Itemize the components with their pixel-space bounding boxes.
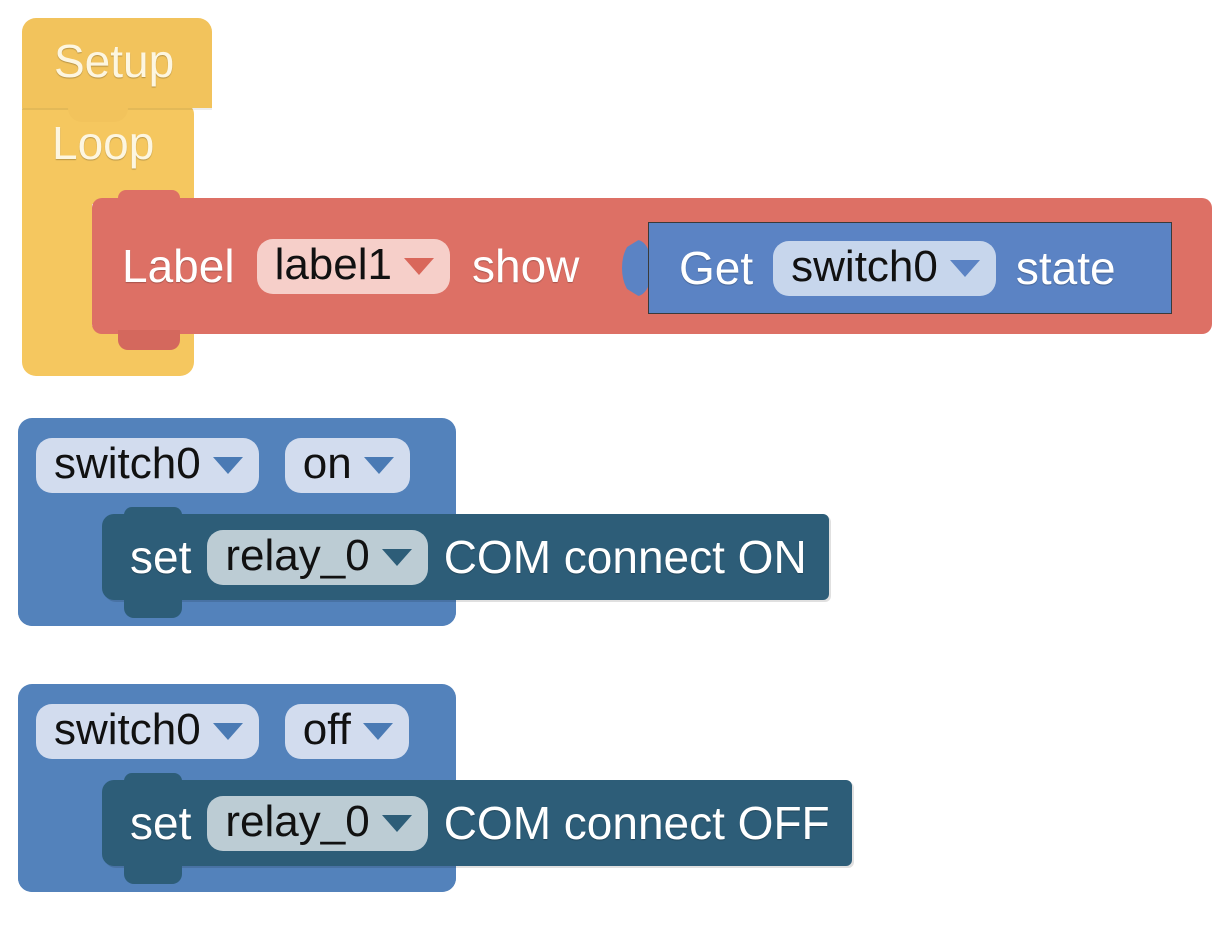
- get-target-dropdown[interactable]: switch0: [773, 240, 996, 296]
- get-switch-state-block[interactable]: Get switch0 state: [648, 222, 1172, 314]
- set-relay-off-device-dropdown[interactable]: relay_0: [207, 795, 428, 851]
- set-relay-on-block[interactable]: set relay_0 COM connect ON: [102, 507, 829, 618]
- switch-on-event-dropdown[interactable]: on: [284, 437, 410, 493]
- value-block-plug-icon: [622, 240, 652, 296]
- set-relay-on-text: COM connect ON: [443, 531, 807, 583]
- chevron-down-icon: [381, 549, 412, 566]
- set-relay-off-bottom-notch: [124, 864, 182, 884]
- loop-block-spine: [22, 200, 92, 340]
- switch-on-header-row: switch0 on: [36, 432, 410, 498]
- setup-loop-block-group: Loop Setup Label label1 show Get: [0, 0, 1216, 400]
- chevron-down-icon: [362, 723, 393, 740]
- switch-off-event-value: off: [302, 704, 351, 754]
- set-relay-off-device-value: relay_0: [225, 796, 370, 846]
- setup-block[interactable]: Setup: [22, 18, 212, 122]
- setup-block-label: Setup: [54, 35, 175, 87]
- label-show-block-top-notch: [118, 190, 180, 208]
- set-relay-on-device-value: relay_0: [225, 530, 370, 580]
- switch-off-target-dropdown[interactable]: switch0: [36, 703, 259, 759]
- set-relay-on-verb: set: [130, 531, 192, 583]
- set-relay-on-top-notch: [124, 507, 182, 523]
- set-relay-off-verb: set: [130, 797, 192, 849]
- set-relay-on-device-dropdown[interactable]: relay_0: [207, 529, 428, 585]
- set-relay-off-block[interactable]: set relay_0 COM connect OFF: [102, 773, 852, 884]
- switch-off-header-row: switch0 off: [36, 698, 409, 764]
- chevron-down-icon: [363, 457, 394, 474]
- chevron-down-icon: [381, 815, 412, 832]
- label-show-verb: show: [472, 240, 580, 292]
- setup-block-notch: [68, 106, 128, 122]
- switch-on-target-dropdown[interactable]: switch0: [36, 437, 259, 493]
- loop-block-label: Loop: [52, 117, 155, 169]
- get-block-suffix: state: [1015, 242, 1116, 294]
- switch-off-target-value: switch0: [54, 704, 201, 754]
- switch-off-event-dropdown[interactable]: off: [284, 703, 409, 759]
- label-show-block-row: Label label1 show: [122, 198, 579, 334]
- set-relay-off-text: COM connect OFF: [443, 797, 830, 849]
- label-target-value: label1: [274, 239, 392, 289]
- chevron-down-icon: [212, 723, 243, 740]
- label-show-block-bottom-notch: [118, 330, 180, 350]
- switch-on-event-value: on: [302, 438, 352, 488]
- label-target-dropdown[interactable]: label1: [256, 238, 450, 294]
- label-show-prefix: Label: [122, 240, 235, 292]
- chevron-down-icon: [212, 457, 243, 474]
- chevron-down-icon: [404, 258, 434, 275]
- get-block-prefix: Get: [679, 242, 754, 294]
- chevron-down-icon: [949, 260, 980, 277]
- set-relay-off-top-notch: [124, 773, 182, 789]
- switch-on-target-value: switch0: [54, 438, 201, 488]
- get-target-value: switch0: [791, 241, 938, 291]
- set-relay-on-bottom-notch: [124, 598, 182, 618]
